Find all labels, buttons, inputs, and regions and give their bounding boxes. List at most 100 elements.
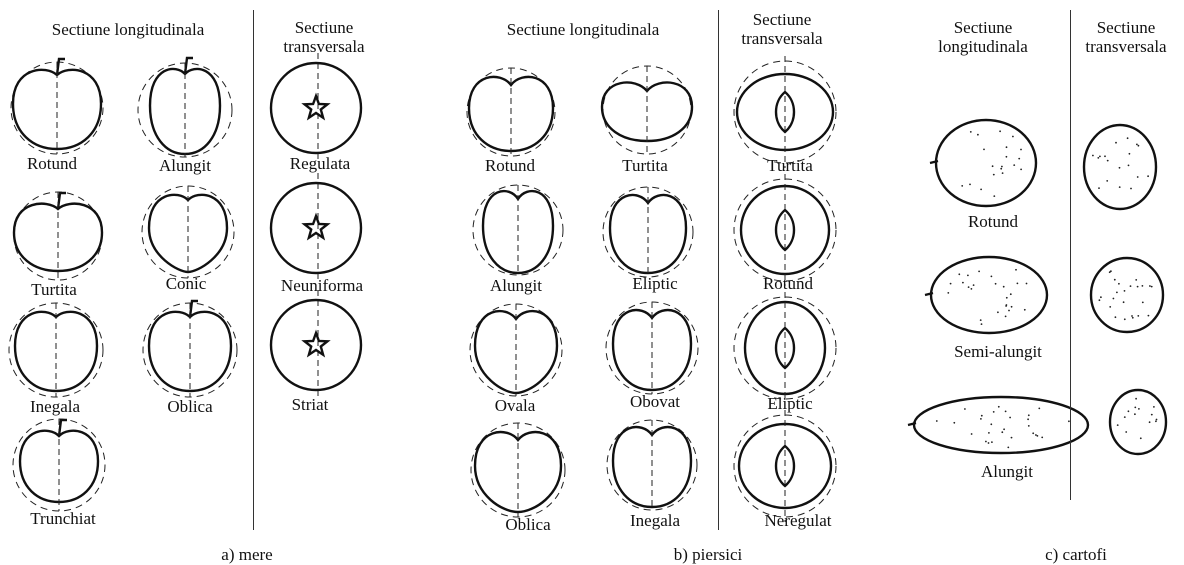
cartofi-alungit-speckle — [990, 423, 992, 425]
cartofi-tr-semi-alungit-speckle — [1148, 315, 1150, 317]
cartofi-alungit-speckle — [1011, 437, 1013, 439]
cartofi-tr-semi-alungit-outline — [1091, 258, 1163, 332]
cartofi-tr-semi-alungit-speckle — [1135, 279, 1137, 281]
cartofi-semi-alungit-speckle — [1026, 283, 1028, 285]
cartofi-tr-rotund-speckle — [1104, 155, 1106, 157]
mere-neuniforma-star — [305, 216, 328, 238]
cartofi-tr-alungit-outline — [1110, 390, 1166, 454]
cartofi-alungit-speckle — [1041, 437, 1043, 439]
caption-cartofi: c) cartofi — [1045, 545, 1107, 565]
cartofi-semi-alungit-speckle — [1015, 269, 1017, 271]
cartofi-tr-semi-alungit-speckle — [1130, 285, 1132, 287]
cartofi-rotund-speckle — [1013, 164, 1015, 166]
cartofi-alungit-speckle — [1027, 418, 1029, 420]
header-transversal-mere-line2: transversala — [283, 37, 364, 56]
caption-piersici: b) piersici — [674, 545, 742, 565]
cartofi-alungit-speckle — [1009, 417, 1011, 419]
header-transversal-mere: Sectiune transversala — [283, 18, 364, 56]
cartofi-tr-semi-alungit-speckle — [1100, 296, 1102, 298]
cartofi-tr-alungit-speckle — [1135, 398, 1137, 400]
label-piersici-tr-turtita: Turtita — [767, 156, 813, 176]
cartofi-tr-semi-alungit-speckle — [1109, 271, 1111, 273]
cartofi-semi-alungit-speckle — [981, 323, 983, 325]
header-transversal-cartofi-line2: transversala — [1085, 37, 1166, 56]
cartofi-tr-rotund-speckle — [1098, 187, 1100, 189]
cartofi-semi-alungit-speckle — [1005, 316, 1007, 318]
piersici-ovala-outline — [475, 311, 557, 393]
header-transversal-cartofi-line1: Sectiune — [1085, 18, 1166, 37]
cartofi-tr-alungit-speckle — [1138, 408, 1140, 410]
mere-regulata-star — [305, 96, 328, 118]
cartofi-tr-semi-alungit-speckle — [1124, 290, 1126, 292]
cartofi-tr-alungit-speckle — [1140, 437, 1142, 439]
header-longitudinal-cartofi-line2: longitudinala — [938, 37, 1028, 56]
cartofi-rotund-speckle — [1020, 149, 1022, 151]
cartofi-rotund-speckle — [1002, 172, 1004, 174]
cartofi-tr-rotund-outline — [1084, 125, 1156, 209]
separator-piersici — [718, 10, 719, 530]
label-piersici-inegala: Inegala — [630, 511, 680, 531]
label-piersici-turtita: Turtita — [622, 156, 668, 176]
cartofi-tr-rotund-speckle — [1119, 186, 1121, 188]
header-longitudinal-mere: Sectiune longitudinala — [52, 20, 205, 39]
cartofi-semi-alungit-speckle — [1010, 293, 1012, 295]
cartofi-tr-rotund-speckle — [1127, 137, 1129, 139]
cartofi-alungit-speckle — [1001, 431, 1003, 433]
cartofi-tr-semi-alungit-speckle — [1118, 283, 1120, 285]
cartofi-tr-rotund-speckle — [1136, 144, 1138, 146]
header-transversal-piersici-line2: transversala — [741, 29, 822, 48]
cartofi-tr-alungit-speckle — [1117, 424, 1119, 426]
cartofi-semi-alungit-speckle — [978, 271, 980, 273]
label-mere-trunchiat: Trunchiat — [30, 509, 96, 529]
cartofi-tr-alungit-speckle — [1155, 420, 1157, 422]
cartofi-tr-rotund-speckle — [1138, 145, 1140, 147]
cartofi-tr-semi-alungit-speckle — [1131, 315, 1133, 317]
cartofi-semi-alungit-speckle — [1011, 306, 1013, 308]
cartofi-semi-alungit-speckle — [958, 273, 960, 275]
cartofi-tr-semi-alungit-speckle — [1113, 298, 1115, 300]
label-mere-oblica: Oblica — [167, 397, 212, 417]
cartofi-tr-rotund-speckle — [1130, 188, 1132, 190]
cartofi-tr-rotund-speckle — [1092, 155, 1094, 157]
cartofi-tr-semi-alungit-speckle — [1137, 286, 1139, 288]
cartofi-rotund-speckle — [1018, 158, 1020, 160]
cartofi-semi-alungit-speckle — [1017, 283, 1019, 285]
cartofi-semi-alungit-speckle — [1005, 305, 1007, 307]
cartofi-alungit-speckle — [964, 408, 966, 410]
cartofi-semi-alungit-speckle — [968, 286, 970, 288]
cartofi-alungit-speckle — [1038, 408, 1040, 410]
cartofi-semi-alungit-speckle — [967, 275, 969, 277]
caption-mere: a) mere — [221, 545, 272, 565]
cartofi-tr-semi-alungit-speckle — [1123, 301, 1125, 303]
label-mere-conic: Conic — [166, 274, 207, 294]
separator-cartofi — [1070, 10, 1071, 500]
cartofi-tr-semi-alungit-speckle — [1109, 306, 1111, 308]
cartofi-semi-alungit-speckle — [991, 276, 993, 278]
mere-alungit-outline — [150, 69, 220, 154]
cartofi-tr-semi-alungit-speckle — [1151, 286, 1153, 288]
cartofi-alungit-speckle — [1028, 414, 1030, 416]
cartofi-alungit-speckle — [1032, 432, 1034, 434]
cartofi-alungit-speckle — [985, 441, 987, 443]
label-piersici-tr-rotund: Rotund — [763, 274, 813, 294]
cartofi-alungit-speckle — [981, 415, 983, 417]
cartofi-semi-alungit-speckle — [973, 284, 975, 286]
header-transversal-piersici: Sectiune transversala — [741, 10, 822, 48]
label-piersici-oblica: Oblica — [505, 515, 550, 535]
mere-striat-star — [305, 333, 328, 355]
cartofi-rotund-speckle — [977, 134, 979, 136]
cartofi-alungit-speckle — [1007, 447, 1009, 449]
cartofi-tr-rotund-speckle — [1129, 153, 1131, 155]
cartofi-alungit-speckle — [936, 420, 938, 422]
cartofi-semi-alungit-speckle — [971, 288, 973, 290]
cartofi-tr-semi-alungit-speckle — [1116, 292, 1118, 294]
mere-neuniforma-outline — [271, 183, 361, 273]
cartofi-alungit-speckle — [971, 433, 973, 435]
cartofi-alungit-outline — [914, 397, 1088, 453]
header-longitudinal-cartofi: Sectiune longitudinala — [938, 18, 1028, 56]
cartofi-rotund-speckle — [1020, 169, 1022, 171]
label-mere-turtita: Turtita — [31, 280, 77, 300]
cartofi-semi-alungit-outline — [931, 257, 1047, 333]
cartofi-rotund-outline — [936, 120, 1036, 206]
cartofi-alungit-speckle — [1028, 425, 1030, 427]
